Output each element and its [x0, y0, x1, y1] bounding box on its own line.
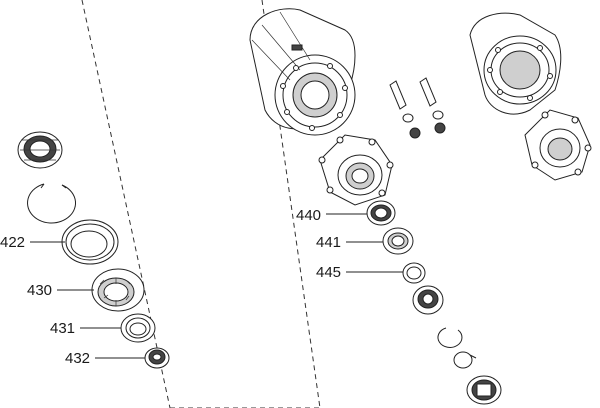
part-wheel-hub-center — [318, 134, 394, 206]
part-wheel-hub-right — [524, 109, 592, 181]
part-431-race — [120, 313, 156, 343]
callout-432-label: 432 — [65, 350, 90, 367]
part-brake-drum-right — [469, 12, 562, 115]
callout-431-label: 431 — [50, 320, 75, 337]
callout-430-label: 430 — [27, 282, 52, 299]
part-hub-cap — [466, 375, 502, 405]
dashed-region-outline — [81, 0, 321, 408]
callout-432: 432 — [65, 350, 145, 367]
part-retaining-clip — [453, 351, 477, 369]
callout-445: 445 — [316, 264, 403, 281]
part-430-bearing — [91, 268, 145, 312]
part-axle-nut — [412, 285, 444, 315]
part-445-race — [402, 262, 426, 284]
callout-440-label: 440 — [296, 207, 321, 224]
callout-430: 430 — [27, 282, 94, 299]
part-432-bushing — [144, 347, 170, 369]
callout-431: 431 — [50, 320, 121, 337]
callout-422: 422 — [0, 234, 65, 251]
part-locknut-top — [17, 131, 63, 169]
part-440-seal — [366, 200, 396, 226]
part-422-seal — [61, 219, 119, 265]
callout-445-label: 445 — [316, 264, 341, 281]
part-brake-drum-center — [249, 8, 356, 136]
part-snap-ring-right — [437, 327, 463, 348]
callout-422-label: 422 — [0, 234, 25, 251]
part-wheel-studs — [389, 77, 446, 139]
part-441-bearing — [382, 227, 414, 255]
callout-441-label: 441 — [316, 234, 341, 251]
callout-441: 441 — [316, 234, 383, 251]
part-snap-ring-left — [27, 183, 76, 224]
callout-440: 440 — [296, 207, 367, 224]
